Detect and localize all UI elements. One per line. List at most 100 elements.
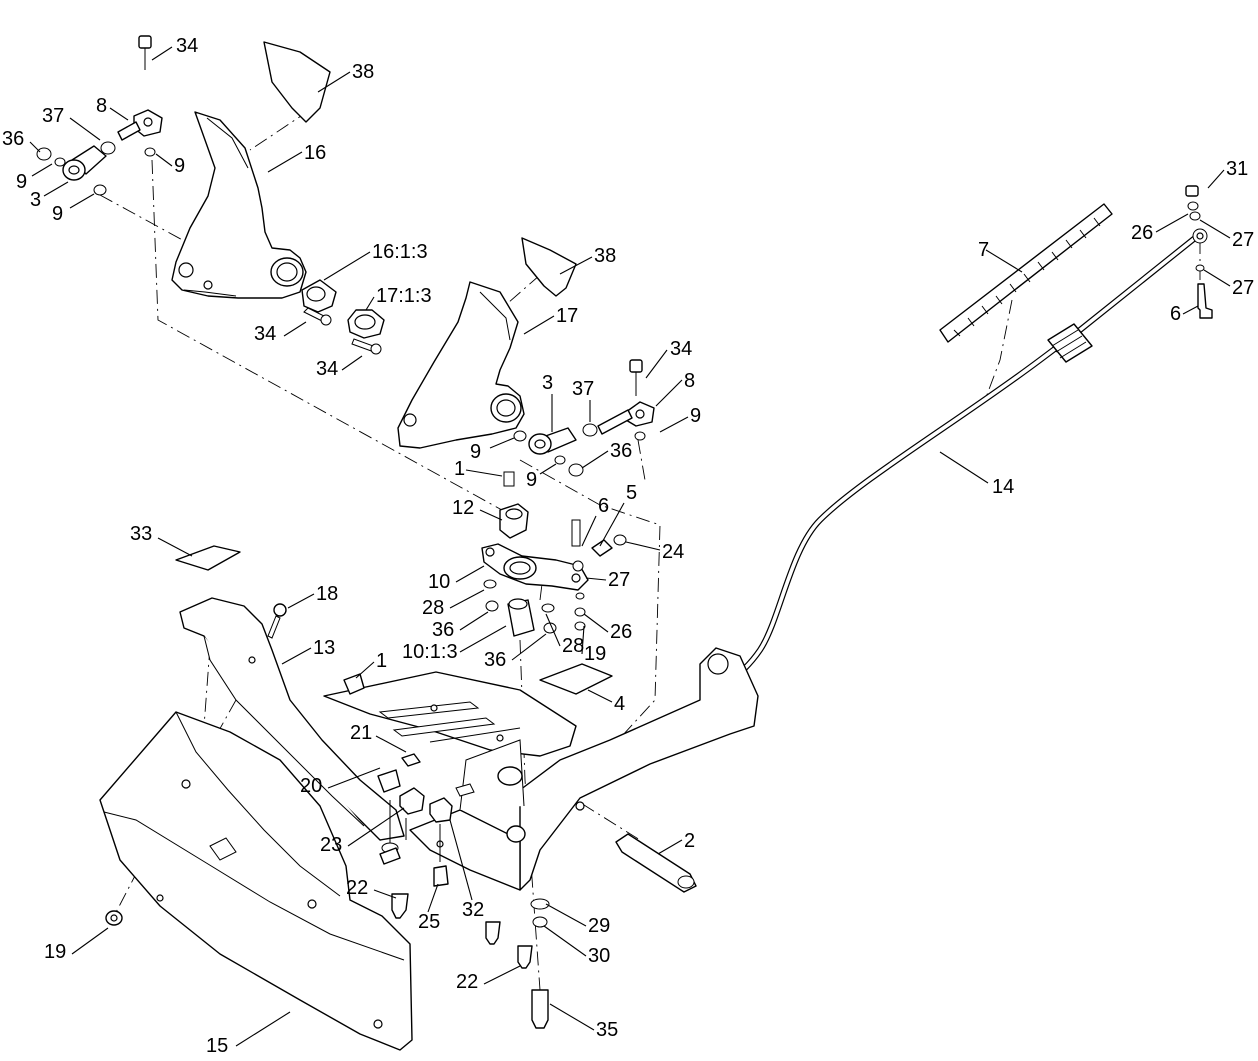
callout-leader (365, 296, 375, 311)
callout-label: 34 (670, 338, 692, 360)
callout-label: 17 (556, 305, 578, 327)
callout-leader (69, 117, 101, 141)
callout-leader (545, 613, 561, 647)
foot-plate (323, 671, 577, 757)
callout-leader (523, 315, 555, 335)
callout-label: 37 (42, 105, 64, 127)
callout-leader (659, 416, 689, 433)
bushing-17-1-3 (347, 309, 385, 339)
callout-label: 24 (662, 541, 684, 563)
callout-label: 12 (452, 497, 474, 519)
callout-label: 22 (346, 877, 368, 899)
callout-leader (587, 689, 613, 703)
callout-leader (151, 46, 173, 61)
callout-leader (29, 141, 41, 153)
callout-label: 5 (626, 482, 637, 504)
callout-leader (489, 437, 515, 449)
callout-leader (427, 883, 439, 913)
callout-label: 9 (690, 405, 701, 427)
callout-leader (599, 502, 625, 547)
callout-leader (317, 71, 351, 93)
callout-label: 3 (30, 189, 41, 211)
mount-bracket (409, 647, 759, 891)
callout-label: 19 (44, 941, 66, 963)
pad-4 (539, 663, 613, 695)
callout-label: 16 (304, 142, 326, 164)
callout-label: 10 (428, 571, 450, 593)
callout-leader (373, 889, 397, 899)
callout-leader (267, 151, 303, 173)
callout-label: 22 (456, 971, 478, 993)
bracket-13 (179, 597, 405, 841)
callout-label: 3 (542, 372, 553, 394)
callout-leader (455, 565, 485, 583)
bolt-34-pedal17 (351, 338, 382, 355)
callout-label: 32 (462, 899, 484, 921)
callout-label: 36 (432, 619, 454, 641)
callout-label: 37 (572, 378, 594, 400)
callout-leader (347, 807, 405, 847)
callout-leader (543, 925, 587, 957)
callout-leader (465, 469, 503, 477)
callout-label: 14 (992, 476, 1014, 498)
callout-leader (43, 181, 69, 197)
callout-leader (157, 537, 193, 557)
pivot-assembly-10 (481, 471, 627, 637)
callout-leader (375, 735, 407, 753)
callout-label: 36 (484, 649, 506, 671)
callout-leader (585, 577, 607, 581)
callout-label: 1 (376, 650, 387, 672)
callout-label: 8 (684, 370, 695, 392)
callout-leader (539, 463, 557, 475)
callout-leader (459, 611, 489, 631)
callout-label: 10:1:3 (402, 641, 458, 663)
callout-label: 36 (610, 440, 632, 462)
plug-1-lower (343, 673, 365, 695)
callout-label: 33 (130, 523, 152, 545)
callout-label: 31 (1226, 158, 1248, 180)
callout-leader (479, 509, 503, 521)
cover-15 (99, 711, 413, 1051)
callout-label: 29 (588, 915, 610, 937)
bolts-lower (391, 893, 550, 1029)
pin-2 (615, 833, 697, 893)
callout-label: 27 (1232, 229, 1254, 251)
callout-leader (655, 379, 683, 407)
spiral-wrap-7 (939, 203, 1113, 343)
callout-label: 16:1:3 (372, 241, 428, 263)
linkage-middle (513, 359, 655, 477)
callout-leader (71, 927, 109, 955)
callout-leader (559, 256, 593, 275)
callout-leader (155, 153, 173, 167)
callout-label: 6 (1170, 303, 1181, 325)
cable-14 (599, 228, 1208, 779)
callout-label: 18 (316, 583, 338, 605)
callout-leader (281, 647, 312, 665)
callout-leader (511, 633, 547, 661)
callout-leader (483, 965, 521, 985)
callout-label: 4 (614, 693, 625, 715)
callout-label: 38 (594, 245, 616, 267)
callout-label: 27 (608, 569, 630, 591)
callout-leader (449, 589, 485, 609)
callout-leader (1155, 213, 1189, 233)
callout-leader (625, 541, 661, 551)
callout-leader (283, 321, 307, 337)
callout-label: 38 (352, 61, 374, 83)
bolt-18 (267, 603, 287, 639)
pedal-pad-38-middle (521, 237, 577, 297)
pad-33 (175, 545, 241, 571)
callout-label: 8 (96, 95, 107, 117)
callout-label: 34 (176, 35, 198, 57)
callout-label: 9 (16, 171, 27, 193)
callout-leader (985, 249, 1023, 273)
callout-label: 15 (206, 1035, 228, 1057)
callout-label: 7 (978, 239, 989, 261)
callout-label: 13 (313, 637, 335, 659)
bushing-16-1-3 (301, 279, 337, 313)
pedal-pad-38-upper (263, 41, 331, 123)
callout-label: 9 (526, 469, 537, 491)
callout-leader (459, 625, 507, 653)
